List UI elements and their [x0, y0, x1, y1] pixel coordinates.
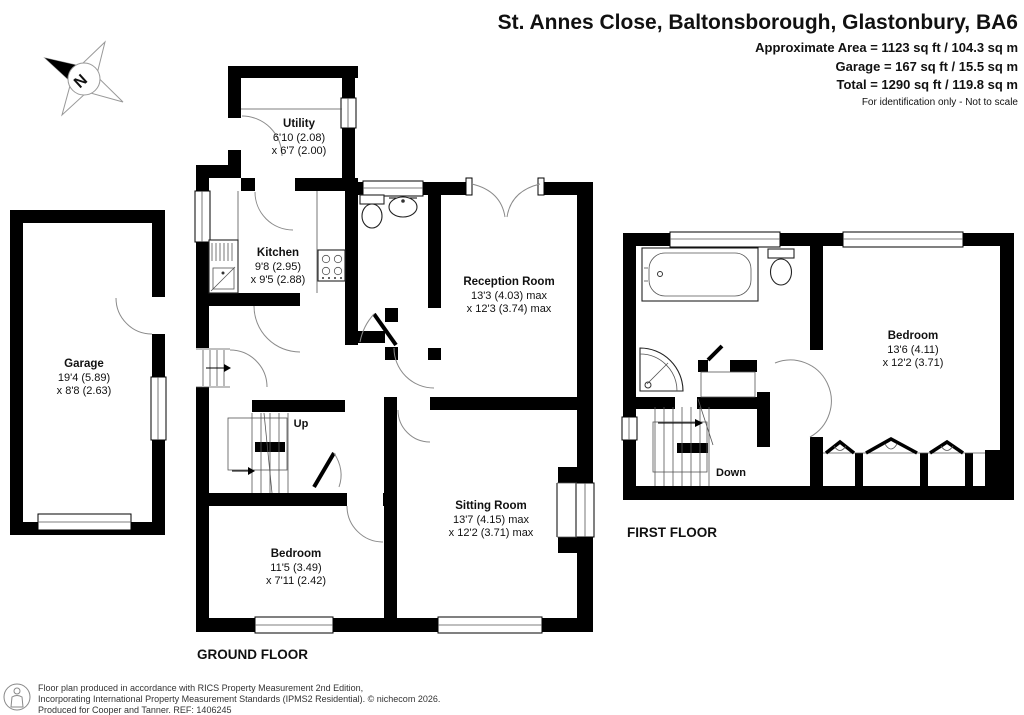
utility-window-icon — [340, 97, 357, 129]
ground-floor-walls — [10, 66, 593, 632]
wardrobe-door-icon — [865, 437, 918, 455]
stairs-down-label: Down — [716, 467, 746, 479]
bedroom-window-icon — [254, 616, 334, 634]
front-door-icon — [229, 349, 268, 388]
footer-line3: Produced for Cooper and Tanner. REF: 140… — [38, 705, 231, 715]
sitting-room-side-window-icon — [556, 482, 595, 538]
kitchen-dim1: 9'8 (2.95) — [255, 261, 301, 273]
wc-basin-icon — [388, 196, 418, 218]
reception-label: Reception Room — [463, 276, 554, 288]
wardrobes — [823, 437, 985, 455]
stairs-up-label: Up — [294, 418, 309, 430]
shower-icon — [639, 347, 684, 392]
french-door-right-icon — [506, 183, 541, 218]
person-icon — [3, 683, 31, 711]
reception-dim1: 13'3 (4.03) max — [471, 290, 548, 302]
utility-dim1: 6'10 (2.08) — [273, 132, 325, 144]
first-floor-plan: Bedroom 13'6 (4.11) x 12'2 (3.71) Down F… — [621, 231, 1014, 540]
ff-bedroom-dim2: x 12'2 (3.71) — [883, 357, 944, 369]
garage-door-icon — [37, 513, 132, 531]
stairs-up — [227, 412, 289, 494]
ground-floor-doors — [115, 115, 541, 543]
french-door-jambs — [465, 177, 545, 196]
sitting-room-window-icon — [437, 616, 543, 634]
utility-label: Utility — [283, 118, 316, 130]
bedroom-door-icon — [346, 505, 384, 543]
ground-floor-windows — [37, 97, 595, 634]
kitchen-fixtures — [208, 108, 346, 294]
stairs-down — [652, 398, 714, 486]
bathroom-window-icon — [669, 231, 781, 248]
bathroom-fixtures — [639, 247, 795, 398]
kitchen-label: Kitchen — [257, 247, 299, 259]
airing-cupboard — [700, 344, 756, 398]
garage-dim2: x 8'8 (2.63) — [57, 385, 112, 397]
ground-floor-plan: Garage 19'4 (5.89) x 8'8 (2.63) Utility … — [10, 66, 595, 662]
page-title: St. Annes Close, Baltonsborough, Glaston… — [498, 11, 1018, 34]
sitting-room-dim2: x 12'2 (3.71) max — [449, 527, 534, 539]
wc-door-icon — [359, 312, 398, 347]
kitchen-sink-icon — [208, 239, 239, 294]
sitting-room-door-icon — [397, 409, 431, 443]
wc-fixtures — [359, 194, 418, 229]
french-door-left-icon — [471, 183, 506, 218]
header: St. Annes Close, Baltonsborough, Glaston… — [498, 11, 1019, 108]
entrance-steps — [196, 348, 231, 388]
first-floor-walls — [623, 233, 1014, 500]
ff-bedroom-window-icon — [842, 231, 964, 248]
total-area-text: Total = 1290 sq ft / 119.8 sq m — [837, 77, 1018, 92]
garage-label: Garage — [64, 358, 104, 370]
bath-icon — [641, 247, 759, 302]
approximate-area-text: Approximate Area = 1123 sq ft / 104.3 sq… — [755, 40, 1018, 55]
garage-side-door-icon — [115, 297, 153, 335]
gf-bedroom-dim1: 11'5 (3.49) — [270, 562, 321, 574]
ff-bedroom-dim1: 13'6 (4.11) — [887, 344, 938, 356]
gf-bedroom-dim2: x 7'11 (2.42) — [266, 575, 326, 587]
utility-external-door-icon — [241, 115, 283, 157]
kitchen-hall-door-icon — [253, 305, 301, 353]
first-floor-windows — [621, 231, 964, 441]
wc-toilet-icon — [359, 194, 385, 229]
landing-window-icon — [621, 416, 638, 441]
kitchen-window-icon — [194, 190, 211, 243]
ff-bedroom-label: Bedroom — [888, 330, 938, 342]
sitting-room-dim1: 13'7 (4.15) max — [453, 514, 530, 526]
reception-dim2: x 12'3 (3.74) max — [467, 303, 552, 315]
wc-window-icon — [362, 180, 424, 197]
garage-window-icon — [150, 376, 167, 441]
first-floor-doors — [774, 359, 832, 438]
hob-icon — [317, 249, 346, 282]
garage-area-text: Garage = 167 sq ft / 15.5 sq m — [836, 59, 1018, 74]
wardrobe-door-icon — [824, 439, 856, 455]
ff-bedroom-door-icon — [774, 359, 832, 438]
ff-toilet-icon — [767, 248, 795, 286]
identification-note: For identification only - Not to scale — [862, 97, 1019, 108]
garage-dim1: 19'4 (5.89) — [58, 372, 110, 384]
footer: Floor plan produced in accordance with R… — [3, 683, 440, 715]
footer-line1: Floor plan produced in accordance with R… — [38, 683, 363, 693]
reception-door-icon — [393, 347, 435, 389]
ground-floor-label: GROUND FLOOR — [197, 647, 308, 662]
understairs-cupboard-door-icon — [312, 451, 342, 489]
utility-dim2: x 6'7 (2.00) — [272, 145, 327, 157]
compass-icon: N — [43, 40, 124, 117]
footer-line2: Incorporating International Property Mea… — [38, 694, 440, 704]
wardrobe-door-icon — [929, 439, 964, 455]
sitting-room-label: Sitting Room — [455, 500, 527, 512]
first-floor-label: FIRST FLOOR — [627, 525, 717, 540]
gf-bedroom-label: Bedroom — [271, 548, 321, 560]
kitchen-dim2: x 9'5 (2.88) — [251, 274, 306, 286]
utility-kitchen-door-icon — [254, 191, 294, 231]
